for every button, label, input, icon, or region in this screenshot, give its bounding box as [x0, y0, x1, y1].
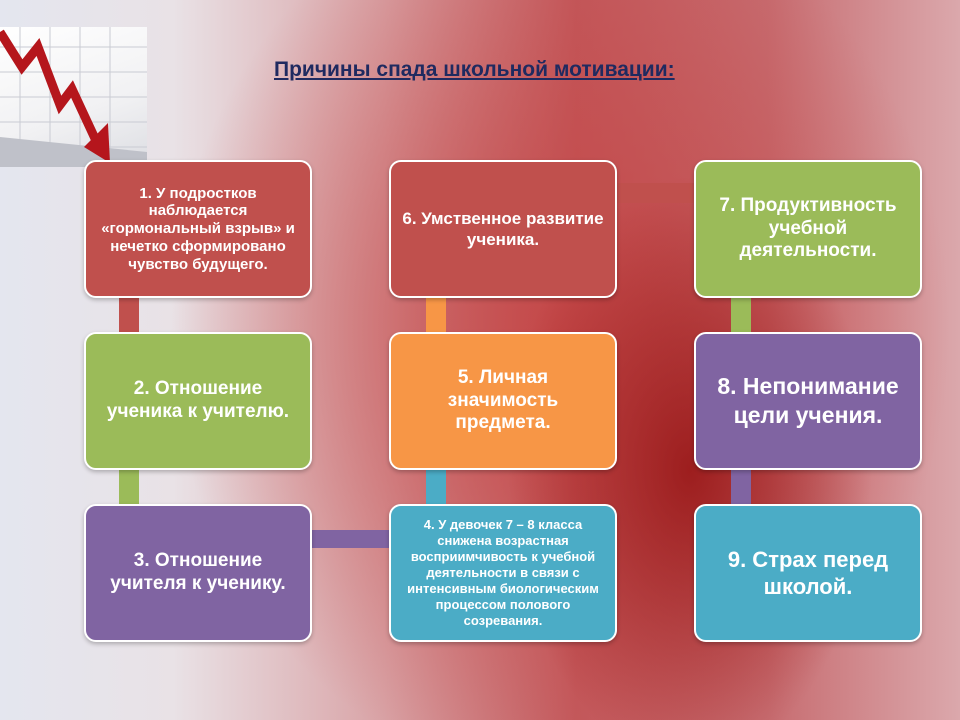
cause-box-6: 6. Умственное развитие ученика. [389, 160, 617, 298]
slide-title: Причины спада школьной мотивации: [274, 58, 675, 81]
connector-2-3 [119, 468, 139, 506]
connector-6-7 [617, 183, 695, 203]
connector-5-6 [426, 296, 446, 334]
connector-1-2 [119, 296, 139, 334]
connector-7-8 [731, 296, 751, 334]
cause-text-6: 6. Умственное развитие ученика. [402, 208, 604, 249]
cause-text-5: 5. Личная значимость предмета. [447, 366, 559, 434]
connector-4-5 [426, 468, 446, 506]
cause-box-7: 7. Продуктивность учебной деятельности. [694, 160, 922, 298]
cause-text-1: 1. У подростков наблюдается «гормональны… [101, 184, 295, 273]
cause-box-9: 9. Страх перед школой. [694, 504, 922, 642]
cause-box-5: 5. Личная значимость предмета. [389, 332, 617, 470]
connector-8-9 [731, 468, 751, 506]
cause-box-2: 2. Отношение ученика к учителю. [84, 332, 312, 470]
cause-box-8: 8. Непонимание цели учения. [694, 332, 922, 470]
cause-text-4: 4. У девочек 7 – 8 класса снижена возрас… [407, 517, 599, 628]
cause-text-9: 9. Страх перед школой. [727, 546, 889, 600]
cause-text-3: 3. Отношение учителя к ученику. [110, 550, 286, 594]
cause-text-7: 7. Продуктивность учебной деятельности. [719, 194, 897, 262]
cause-box-1: 1. У подростков наблюдается «гормональны… [84, 160, 312, 298]
connector-3-4 [312, 530, 390, 548]
cause-box-3: 3. Отношение учителя к ученику. [84, 504, 312, 642]
cause-box-4: 4. У девочек 7 – 8 класса снижена возрас… [389, 504, 617, 642]
cause-text-2: 2. Отношение ученика к учителю. [106, 378, 290, 422]
cause-text-8: 8. Непонимание цели учения. [717, 373, 899, 428]
declining-chart-arrow-icon [0, 27, 147, 167]
